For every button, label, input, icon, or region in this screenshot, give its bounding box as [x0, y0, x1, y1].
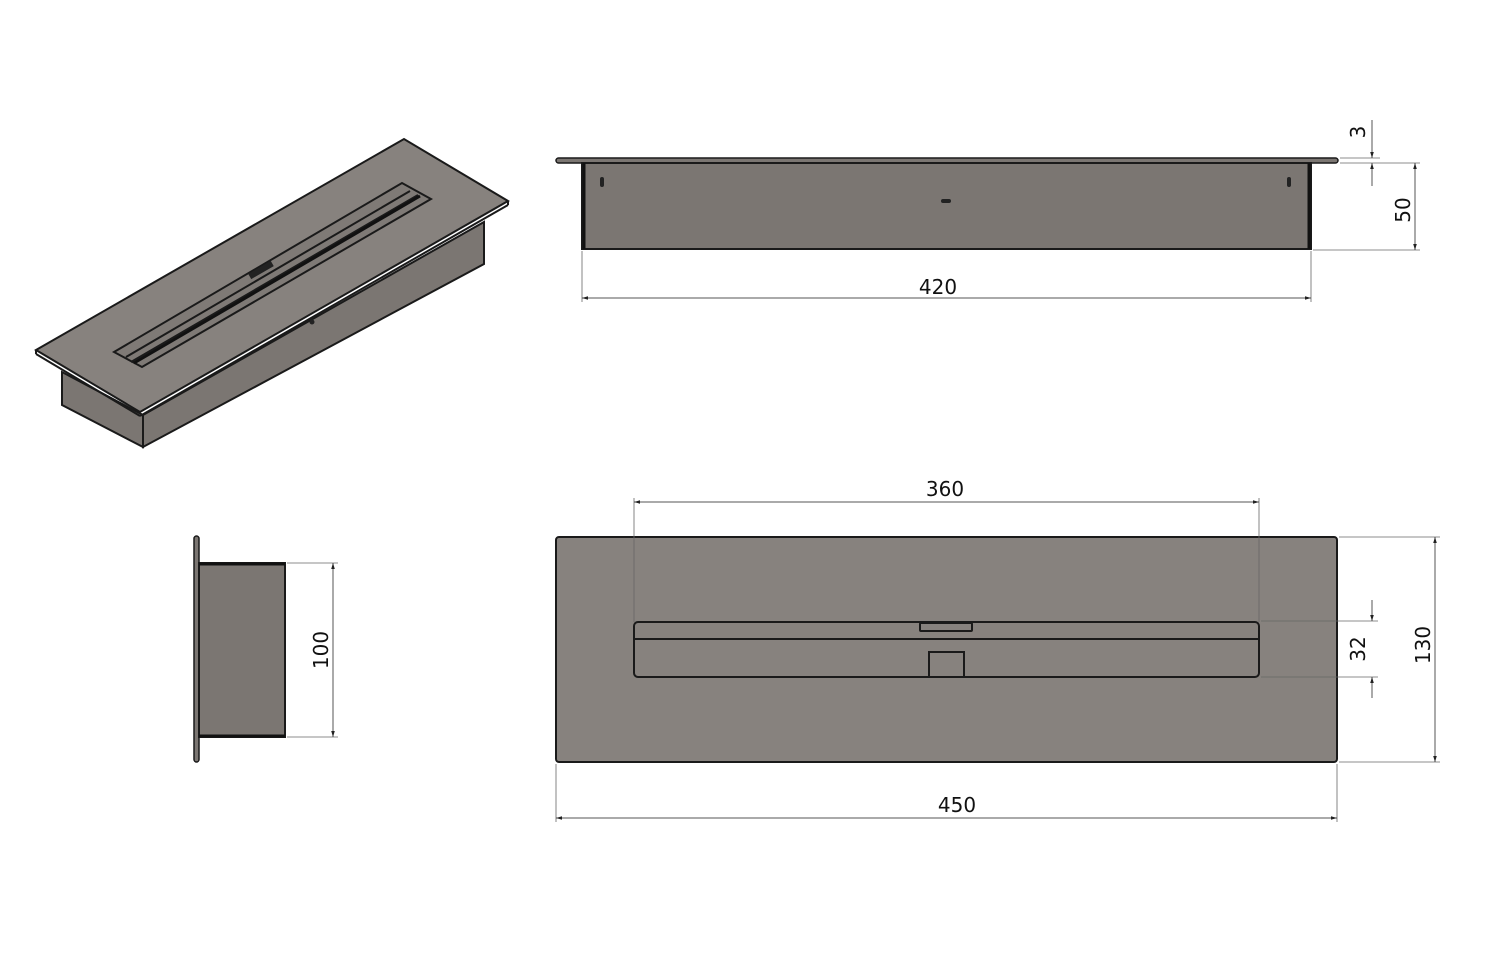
top-tab: [928, 651, 965, 678]
front-body: [581, 162, 1312, 250]
side-view: 100: [193, 535, 338, 763]
isometric-view: [34, 137, 510, 449]
top-handle: [919, 622, 973, 632]
dim-opening-width: 32: [1346, 636, 1370, 661]
iso-screw-hole: [309, 319, 315, 325]
front-slot-left: [600, 177, 604, 187]
iso-handle-slot: [248, 260, 274, 280]
dim-front-length: 420: [919, 275, 957, 299]
dim-overall-length: 450: [938, 793, 976, 817]
dim-front-height: 50: [1391, 197, 1415, 222]
dim-flange-thickness: 3: [1346, 126, 1370, 139]
dim-overall-width: 130: [1411, 626, 1435, 664]
top-view: 360 450 32 130: [555, 477, 1440, 822]
front-slot-center: [941, 199, 951, 203]
side-body: [198, 562, 286, 738]
dim-side-depth: 100: [309, 631, 333, 669]
dim-opening-length: 360: [926, 477, 964, 501]
iso-body-side: [142, 220, 485, 449]
front-view: 420 3 50: [555, 120, 1420, 302]
front-slot-right: [1287, 177, 1291, 187]
